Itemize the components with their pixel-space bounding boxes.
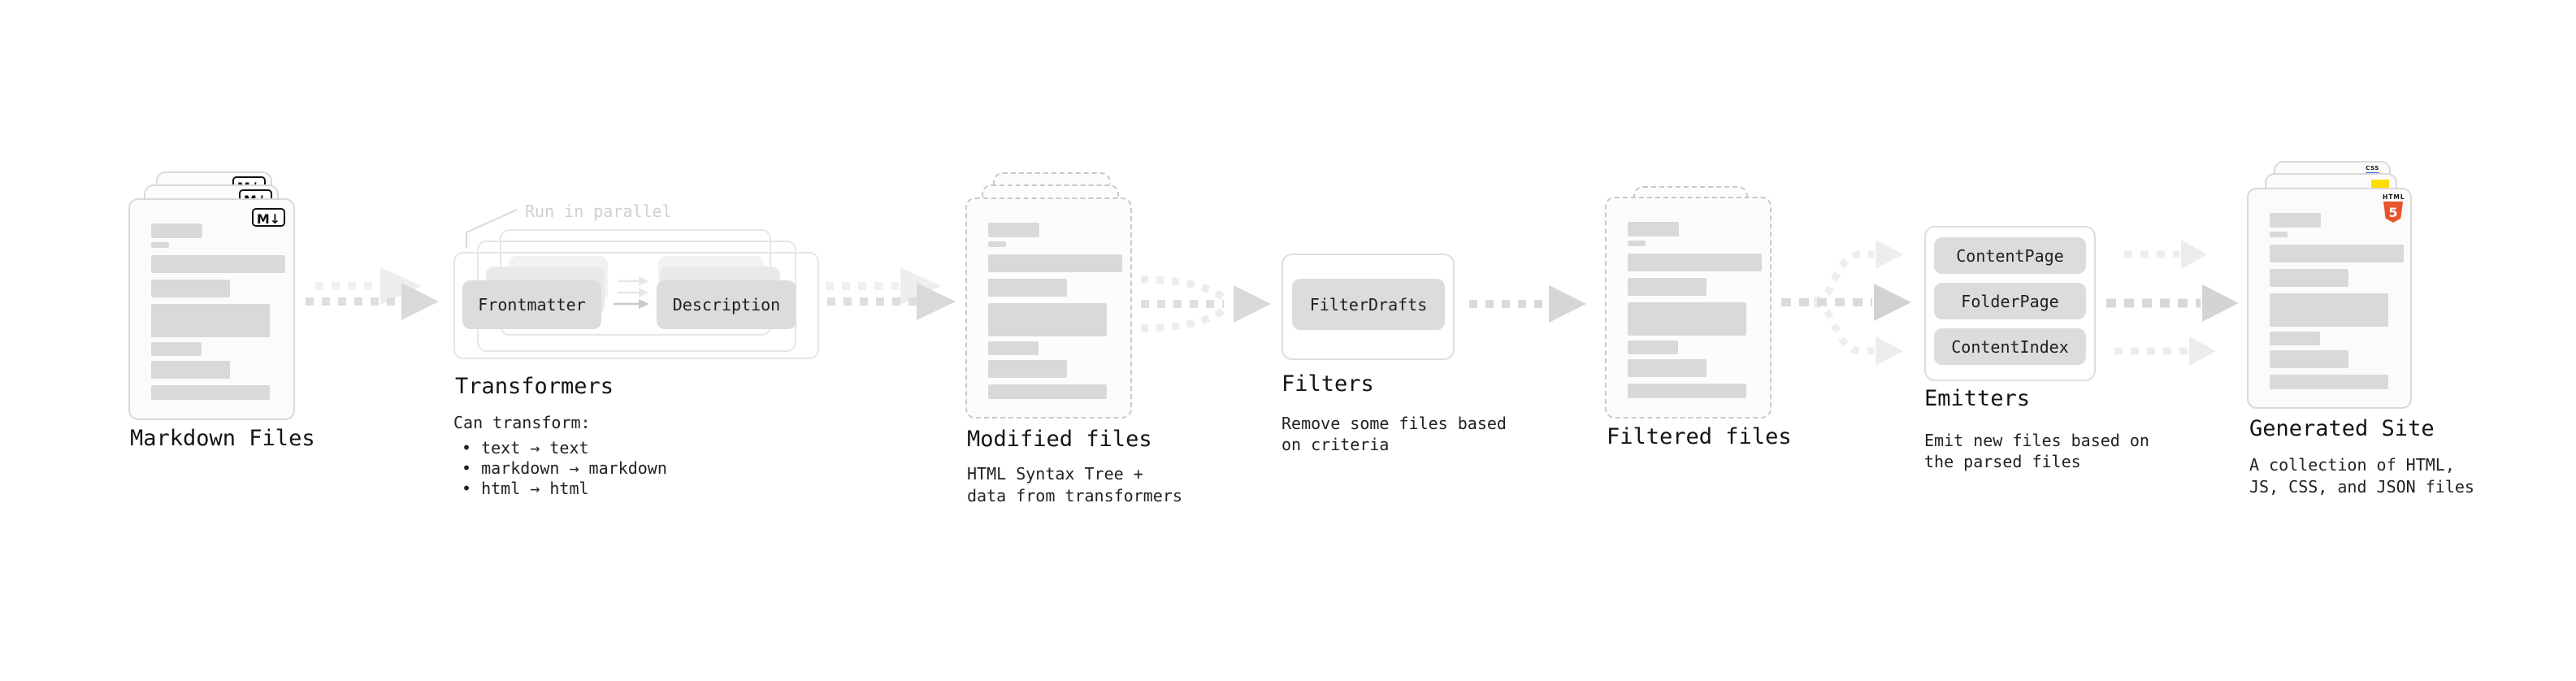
doc-content-line [2270, 375, 2388, 389]
html5-badge-text: HTML [2383, 193, 2405, 201]
filter-box-filterdrafts: FilterDrafts [1292, 279, 1445, 330]
markdown-icon: M↓ [252, 208, 285, 227]
description-line: HTML Syntax Tree + [967, 464, 1143, 484]
doc-content-line [1628, 359, 1706, 377]
css-badge-text: CSS [2366, 165, 2379, 171]
doc-content-line [988, 384, 1107, 399]
arrow-filtered-to-emitters-fanout [1781, 240, 1911, 366]
doc-content-line [1628, 278, 1706, 296]
description-line: JS, CSS, and JSON files [2249, 477, 2474, 497]
doc-content-line [988, 341, 1039, 355]
doc-content-line [2270, 213, 2321, 228]
doc-content-line [988, 254, 1122, 272]
transformers-label: Transformers [455, 374, 614, 399]
doc-content-line [2270, 269, 2348, 287]
filters-label: Filters [1281, 371, 1374, 397]
doc-content-line [2270, 332, 2320, 345]
doc-content-line [988, 360, 1067, 378]
filtered-file-front [1605, 197, 1772, 419]
emitter-box-folderpage: FolderPage [1934, 283, 2086, 319]
description-line: Emit new files based on [1924, 431, 2149, 450]
doc-content-line [151, 342, 202, 356]
transformer-box-frontmatter: Frontmatter [462, 280, 601, 329]
doc-content-line [151, 255, 285, 273]
transformers-description-title: Can transform: [453, 413, 591, 432]
doc-content-line [1628, 222, 1679, 236]
modified-files-label: Modified files [967, 427, 1152, 452]
arrow-filters-to-filtered [1469, 285, 1586, 323]
run-in-parallel-annotation: Run in parallel [525, 202, 672, 221]
bullet-item: • text → text [462, 438, 589, 458]
modified-file-front [965, 197, 1132, 419]
javascript-icon [2371, 180, 2389, 189]
doc-content-line [988, 279, 1067, 297]
html5-icon: HTML 5 [2383, 193, 2405, 223]
bullet-item: • markdown → markdown [462, 458, 667, 478]
markdown-files-label: Markdown Files [130, 426, 315, 451]
transformer-layer-front [453, 252, 819, 359]
doc-content-line [2270, 232, 2288, 237]
markdown-file-front: M↓ [128, 198, 295, 420]
doc-content-line [1628, 340, 1678, 354]
doc-content-line [151, 361, 230, 379]
description-line: A collection of HTML, [2249, 455, 2455, 475]
doc-content-line [1628, 384, 1746, 398]
doc-content-line [151, 304, 270, 337]
doc-content-line [151, 280, 230, 297]
doc-content-line [1628, 241, 1646, 246]
doc-content-line [988, 223, 1039, 237]
doc-content-line [2270, 350, 2348, 368]
arrow-markdown-to-transformers [306, 267, 439, 320]
generated-site-description: A collection of HTML, JS, CSS, and JSON … [2249, 454, 2474, 498]
doc-content-line [151, 223, 202, 238]
arrows-emitters-to-generated [2106, 240, 2239, 366]
bullet-item: • html → html [462, 479, 589, 498]
arrow-transformers-to-modified [826, 267, 956, 320]
run-in-parallel-connector-line [466, 209, 518, 248]
html5-shield: 5 [2383, 202, 2403, 223]
emitters-label: Emitters [1924, 386, 2031, 411]
doc-content-line [1628, 254, 1762, 271]
description-line: on criteria [1281, 435, 1390, 454]
emitter-box-contentpage: ContentPage [1934, 237, 2086, 274]
filtered-files-label: Filtered files [1607, 424, 1792, 449]
transformers-bullet-list: • text → text • markdown → markdown • ht… [453, 438, 667, 499]
emitter-box-contentindex: ContentIndex [1934, 328, 2086, 365]
doc-content-line [2270, 293, 2388, 327]
transformer-box-description: Description [657, 280, 796, 329]
description-line: Remove some files based [1281, 414, 1507, 433]
doc-content-line [151, 385, 270, 400]
doc-content-line [151, 242, 169, 248]
generated-file-html: HTML 5 [2247, 188, 2412, 409]
description-line: data from transformers [967, 486, 1182, 505]
generated-site-label: Generated Site [2249, 416, 2435, 441]
transformer-flow-arrows [614, 276, 649, 309]
doc-content-line [988, 303, 1107, 336]
filters-description: Remove some files based on criteria [1281, 413, 1507, 455]
modified-files-description: HTML Syntax Tree + data from transformer… [967, 463, 1182, 507]
doc-content-line [1628, 302, 1746, 336]
arrow-modified-to-filters-merge [1140, 275, 1271, 332]
emitters-description: Emit new files based on the parsed files [1924, 430, 2149, 472]
doc-content-line [988, 241, 1006, 247]
description-line: the parsed files [1924, 452, 2081, 471]
doc-content-line [2270, 245, 2404, 262]
